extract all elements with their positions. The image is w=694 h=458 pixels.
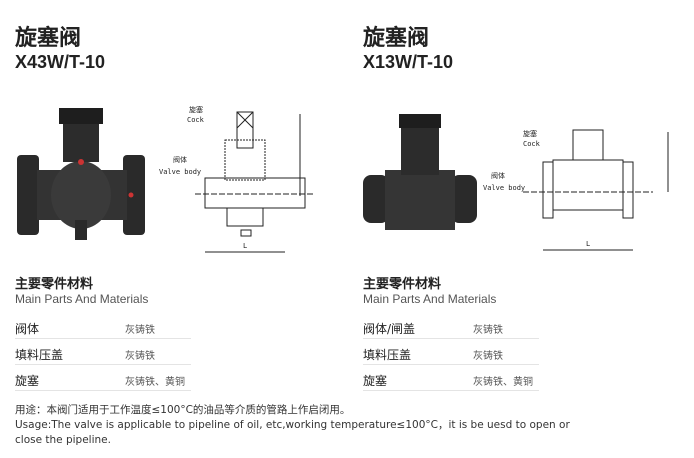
part-name: 旋塞 [363, 374, 388, 388]
body-label-en: Valve body [159, 168, 201, 176]
part-material: 灰铸铁、黄铜 [473, 377, 533, 388]
product-x13w: 旋塞阀 X13W/T-10 旋塞 Cock 阀体 Valve body L 主要… [363, 0, 694, 400]
length-label: L [586, 240, 590, 248]
part-material: 灰铸铁 [125, 325, 155, 336]
table-row: 填料压盖 灰铸铁 [363, 340, 539, 365]
body-label-cn: 阀体 [173, 155, 187, 164]
valve-photo [363, 114, 477, 230]
valve-photo [17, 108, 145, 240]
product-x43w: 旋塞阀 X43W/T-10 旋塞 Cock 阀体 Valve body L 主要… [15, 0, 355, 400]
usage-en: Usage:The valve is applicable to pipelin… [15, 419, 570, 446]
product-title: 旋塞阀 [363, 26, 430, 51]
part-material: 灰铸铁、黄铜 [125, 377, 185, 388]
cock-label-en: Cock [187, 116, 205, 124]
table-row: 阀体 灰铸铁 [15, 314, 191, 339]
cock-label-cn: 旋塞 [189, 105, 203, 114]
usage-cn: 用途：本阀门适用于工作温度≤100°C的油品等介质的管路上作启闭用。 [15, 404, 351, 416]
length-label: L [243, 242, 247, 250]
body-label-en: Valve body [483, 184, 525, 192]
table-row: 填料压盖 灰铸铁 [15, 340, 191, 365]
part-name: 填料压盖 [363, 348, 412, 362]
table-row: 旋塞 灰铸铁、黄铜 [363, 366, 539, 391]
section-title-cn: 主要零件材料 [15, 277, 94, 292]
valve-drawing: 旋塞 Cock 阀体 Valve body L [159, 105, 315, 253]
materials-table: 阀体/闸盖灰铸铁 填料压盖灰铸铁 旋塞灰铸铁、黄铜 [363, 314, 539, 392]
valve-drawing: 旋塞 Cock 阀体 Valve body L [483, 129, 669, 251]
product-model: X13W/T-10 [363, 52, 454, 72]
section-title-cn: 主要零件材料 [363, 277, 442, 292]
part-material: 灰铸铁 [473, 325, 503, 336]
usage-note: 用途：本阀门适用于工作温度≤100°C的油品等介质的管路上作启闭用。 Usage… [15, 403, 575, 448]
product-model: X43W/T-10 [15, 52, 106, 72]
cock-label-en: Cock [523, 140, 541, 148]
materials-table: 阀体灰铸铁 填料压盖灰铸铁 旋塞灰铸铁、黄铜 [15, 314, 191, 392]
part-name: 阀体/闸盖 [363, 322, 416, 336]
section-title-en: Main Parts And Materials [15, 292, 149, 306]
part-name: 旋塞 [15, 374, 40, 388]
table-row: 阀体/闸盖 灰铸铁 [363, 314, 539, 339]
cock-label-cn: 旋塞 [523, 129, 537, 138]
part-name: 填料压盖 [15, 348, 64, 362]
part-name: 阀体 [15, 322, 40, 336]
part-material: 灰铸铁 [473, 351, 503, 362]
part-material: 灰铸铁 [125, 351, 155, 362]
table-row: 旋塞 灰铸铁、黄铜 [15, 366, 191, 391]
body-label-cn: 阀体 [491, 171, 505, 180]
product-title: 旋塞阀 [15, 26, 82, 51]
section-title-en: Main Parts And Materials [363, 292, 497, 306]
